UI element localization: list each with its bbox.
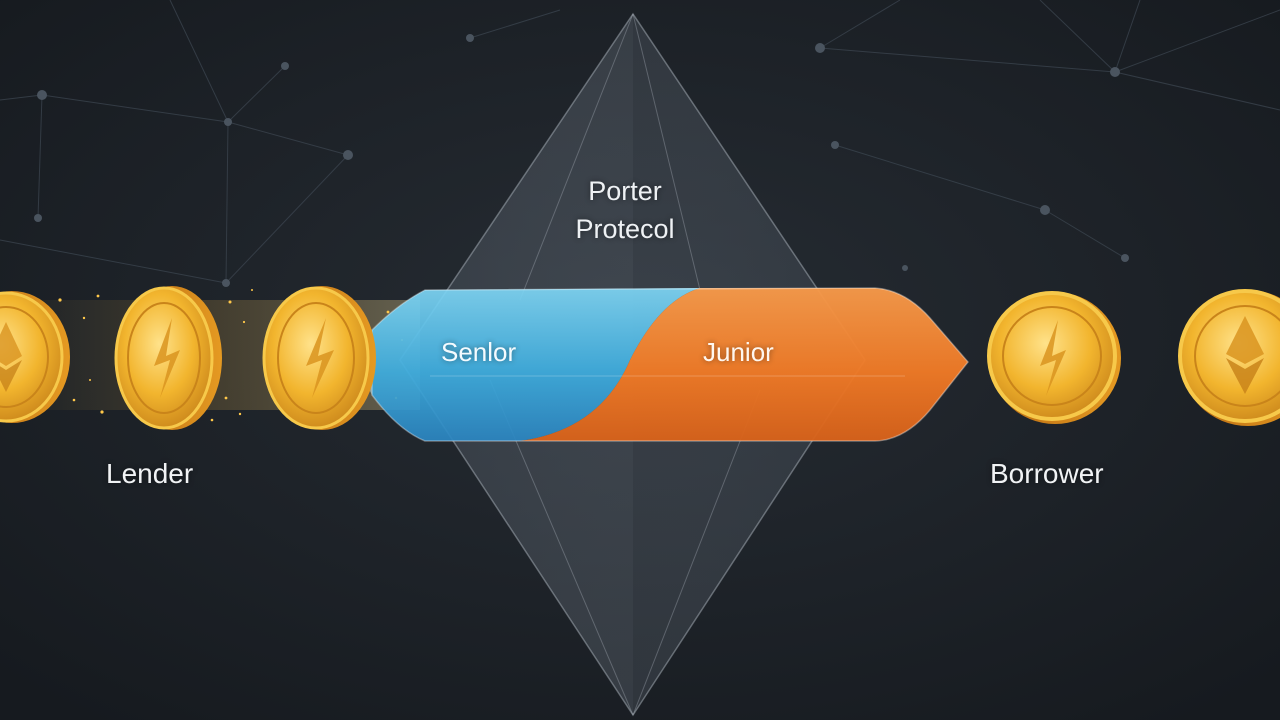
borrower-label: Borrower	[990, 458, 1104, 489]
junior-tranche-label: Junior	[703, 337, 774, 367]
network-graph-icon	[0, 0, 1280, 284]
protocol-title: Porter Protecol	[545, 172, 705, 248]
coin-icon	[1178, 289, 1280, 426]
lender-label: Lender	[106, 458, 194, 489]
junior-tranche-shape	[520, 288, 968, 441]
coin-icon	[114, 286, 222, 430]
borrower-coins	[987, 289, 1280, 426]
protocol-title-line2: Protecol	[575, 214, 675, 244]
senior-tranche-label: Senlor	[441, 337, 517, 367]
network-nodes	[34, 34, 1129, 287]
senior-tranche-shape	[372, 288, 700, 441]
coin-icon	[0, 291, 70, 423]
protocol-title-line1: Porter	[588, 176, 662, 206]
coin-icon	[987, 291, 1121, 424]
coin-icon	[262, 286, 376, 430]
lender-coins	[0, 286, 376, 430]
